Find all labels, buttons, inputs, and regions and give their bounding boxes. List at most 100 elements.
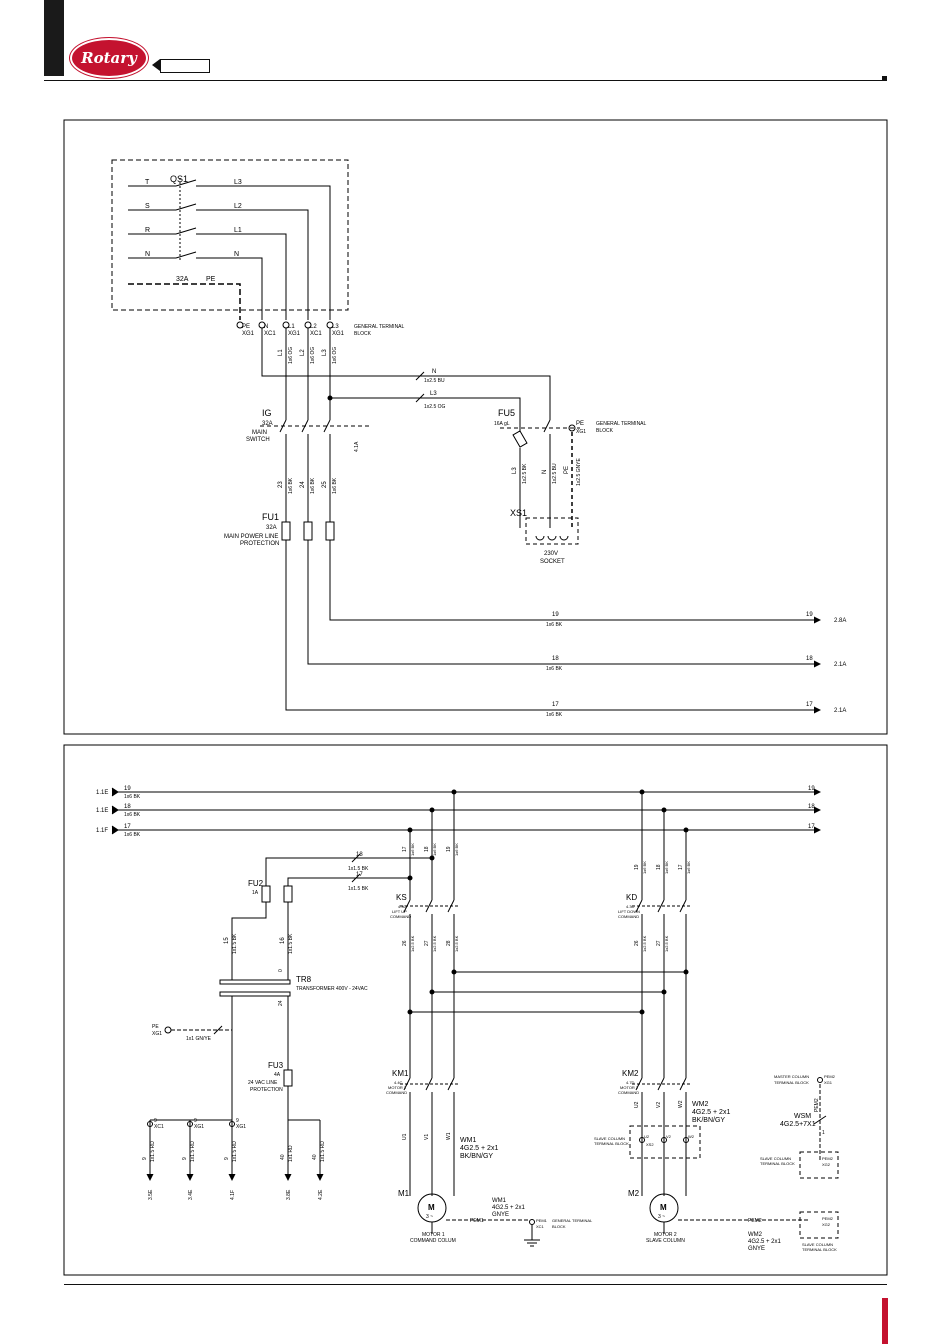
fu5-rating: 16A gL <box>494 421 510 427</box>
ks-in-18: 18 <box>424 846 430 852</box>
ig-rating: 32A <box>262 421 273 427</box>
xs2-label: XS2 <box>646 1142 654 1147</box>
socket-label: SOCKET <box>540 559 565 565</box>
out-18-ref: 2.1A <box>834 662 846 668</box>
32a-label: 32A <box>176 276 189 283</box>
cable-l3: 1x6 OG <box>332 347 338 364</box>
wsm-1: 1 <box>822 1130 825 1136</box>
pem1-label: PEM1 <box>470 1218 484 1224</box>
wire-16: 16 <box>280 937 286 944</box>
ig-desc-1: MAIN <box>252 430 267 436</box>
control-circuit-labels: 1.1E 19 1x6 BK 19 1.1E 18 1x6 BK 18 1.1F… <box>96 786 837 1252</box>
m2-u2: U2 <box>634 1101 640 1108</box>
pe-terminal-xg1: XG1 <box>576 429 586 435</box>
fu2-label: FU2 <box>248 879 264 888</box>
out-18-end: 18 <box>806 656 813 662</box>
bot-1-ref: 3.5E <box>148 1189 154 1200</box>
wire-24: 24 <box>300 481 306 488</box>
wm1-cable: 4G2.5 + 2x1 <box>460 1145 498 1152</box>
bot-1-x: XC1 <box>154 1124 164 1130</box>
ks-in-19: 19 <box>446 846 452 852</box>
power-circuit-labels: QS1 T S R N L3 L2 L1 N 32A PE PE XG1 N X… <box>145 174 846 718</box>
m1-label: M1 <box>398 1189 410 1198</box>
km2-label: KM2 <box>622 1069 639 1078</box>
m1-v1: V1 <box>424 1134 430 1140</box>
xs-pe: PE <box>564 466 570 474</box>
m1-w1: W1 <box>446 1132 452 1140</box>
header-rule <box>44 80 887 81</box>
km2-ref: 4.7D <box>626 1080 635 1085</box>
bot-4-num: 40 <box>280 1154 286 1160</box>
kd-label: KD <box>626 893 637 902</box>
sctb-c-2: TERMINAL BLOCK <box>802 1247 837 1252</box>
wire-25: 25 <box>322 481 328 488</box>
tr-pe-xg1: XG1 <box>152 1031 162 1037</box>
ig-label: IG <box>262 408 272 418</box>
in-19-end: 19 <box>808 786 815 792</box>
wire-l3: L3 <box>322 349 328 356</box>
bot-2-t: 9 <box>194 1118 197 1124</box>
fu3-label: FU3 <box>268 1061 284 1070</box>
motor2-phase: 3 ~ <box>658 1214 665 1220</box>
kd-in-17-cable: 1x6 BK <box>686 861 691 874</box>
l3-cable-label: 1x2.5 OG <box>424 404 446 410</box>
wm2b-label: WM2 <box>748 1232 763 1238</box>
wsm-label: WSM <box>794 1113 811 1120</box>
wm2b-cable: 4G2.5 + 2x1 <box>748 1239 782 1245</box>
rotary-logo: Rotary <box>72 40 146 76</box>
kd-out-26-cable: 1x2.5 BK <box>642 935 647 952</box>
pem2-term-c: PEM2 <box>822 1216 834 1221</box>
l3-label: L3 <box>234 179 242 186</box>
kd-in-17: 17 <box>678 864 684 870</box>
tr8-tap-0: 0 <box>278 969 284 972</box>
in-17-num: 17 <box>124 824 131 830</box>
fu2-wire-18: 18 <box>356 852 363 858</box>
ks-label: KS <box>396 893 407 902</box>
km1-desc-1: MOTOR 1 <box>388 1085 407 1090</box>
m2-desc: SLAVE COLUMN <box>646 1238 685 1244</box>
bot-4-cable: 1x1 RD <box>288 1145 294 1162</box>
xs2-w2: W2 <box>688 1134 695 1139</box>
page-tab-arrow-icon <box>152 59 160 71</box>
bot-5-cable: 1x1.5 RD <box>320 1141 326 1162</box>
term-l3: L3 <box>332 324 339 330</box>
wm1-label: WM1 <box>460 1137 476 1144</box>
bot-2-x: XG1 <box>194 1124 204 1130</box>
pem1-term: PEM1 <box>536 1218 548 1223</box>
pem2-top-xg1: XG1 <box>824 1080 833 1085</box>
cable-25: 1x6 BK <box>332 477 338 494</box>
pem2-label: PEM2 <box>748 1218 762 1224</box>
pem2-term-b: PEM2 <box>822 1156 834 1161</box>
l1-label: L1 <box>234 227 242 234</box>
tr-pe: PE <box>152 1024 159 1030</box>
motor1-m: M <box>428 1203 435 1212</box>
power-circuit-panel <box>63 119 888 735</box>
ks-ref: 4.3C <box>398 904 407 909</box>
m1-u1: U1 <box>402 1133 408 1140</box>
m1-desc: COMMAND COLUM <box>410 1238 456 1244</box>
n-label: N <box>234 251 239 258</box>
m2-name: MOTOR 2 <box>654 1232 677 1238</box>
xs-n: N <box>542 470 548 474</box>
bot-1-cable: 1x1.5 RD <box>150 1141 156 1162</box>
bot-1-t: 9 <box>154 1118 157 1124</box>
cable-16: 1x1.5 BK <box>288 933 294 954</box>
ks-desc-1: LIFT UP <box>392 909 407 914</box>
wm2-cable: 4G2.5 + 2x1 <box>692 1109 730 1116</box>
in-18-end: 18 <box>808 804 815 810</box>
pe-terminal: PE <box>576 421 584 427</box>
gtb-label-1: GENERAL TERMINAL <box>354 324 405 330</box>
motor1-phase: 3 ~ <box>426 1214 433 1220</box>
ks-out-26: 26 <box>402 940 408 946</box>
bot-2-ref: 3.4E <box>188 1189 194 1200</box>
kd-ref: 4.3C <box>626 904 635 909</box>
term-pe-xg1: XG1 <box>242 331 255 337</box>
km2-desc-2: COMMAND <box>618 1090 639 1095</box>
ks-desc-2: COMMAND <box>390 914 411 919</box>
xs-n-cable: 1x2.5 BU <box>552 463 558 484</box>
m2-v2: V2 <box>656 1102 662 1108</box>
sctb-c-1: SLAVE COLUMN <box>802 1242 833 1247</box>
km1-label: KM1 <box>392 1069 409 1078</box>
fu2-rating: 1A <box>252 890 259 896</box>
